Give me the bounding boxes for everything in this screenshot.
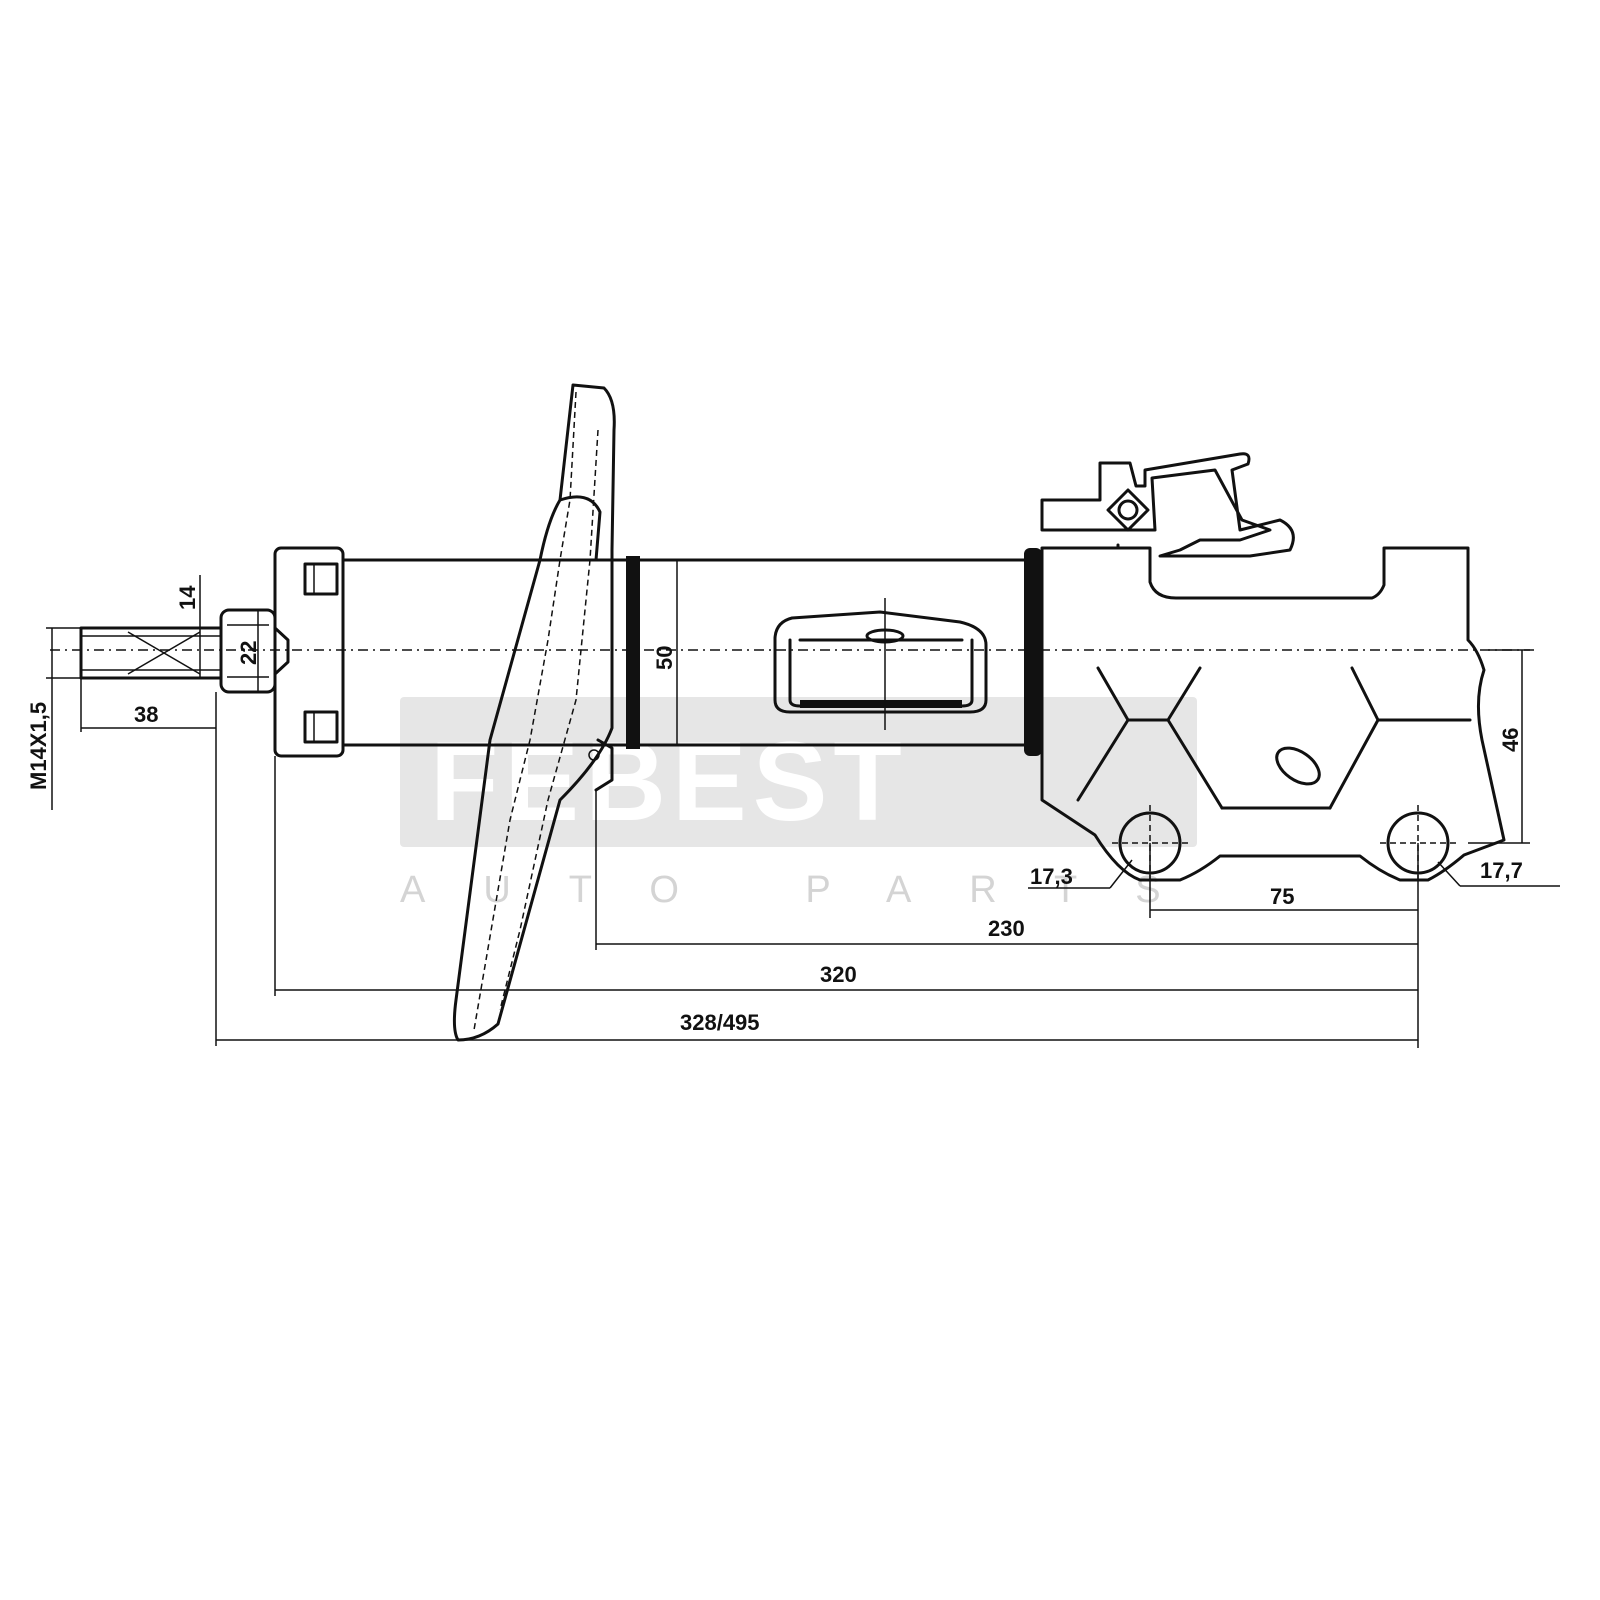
dim-hole-left-label: 17,3 xyxy=(1030,864,1073,889)
dim-rod-width-label: 14 xyxy=(175,585,200,610)
dim-rod-length-label: 38 xyxy=(134,702,158,727)
dim-320-label: 320 xyxy=(820,962,857,987)
dim-nut-label: 22 xyxy=(236,641,261,665)
watermark-brand: FEBEST xyxy=(430,719,908,844)
dim-hole-right-label: 17,7 xyxy=(1480,858,1523,883)
dim-hole-spacing: 75 xyxy=(1149,843,1419,1048)
dim-total-label: 328/495 xyxy=(680,1010,760,1035)
dim-hole-left: 17,3 xyxy=(1028,859,1133,889)
spring-seat xyxy=(452,383,616,1042)
dim-thread: M14X1,5 xyxy=(26,627,81,810)
dim-rod-length: 38 xyxy=(80,678,216,732)
dim-nut: 22 xyxy=(236,610,261,692)
dim-bracket-height-label: 46 xyxy=(1498,728,1523,752)
dim-tube-label: 50 xyxy=(652,646,677,670)
dim-230-label: 230 xyxy=(988,916,1025,941)
dim-hole-spacing-label: 75 xyxy=(1270,884,1294,909)
dim-thread-label: M14X1,5 xyxy=(26,702,51,790)
dim-hole-right: 17,7 xyxy=(1437,858,1560,887)
watermark-tagline: AUTO PARTS xyxy=(400,869,1219,911)
dim-tube: 50 xyxy=(652,560,678,745)
hose-bracket xyxy=(773,598,988,730)
top-mount xyxy=(273,546,345,758)
dim-230: 230 xyxy=(595,790,1418,950)
dim-320: 320 xyxy=(274,756,1418,996)
dim-total: 328/495 xyxy=(215,692,1418,1046)
dim-rod-width: 14 xyxy=(160,575,205,678)
watermark: FEBEST AUTO PARTS xyxy=(400,697,1219,911)
dim-bracket-height: 46 xyxy=(1468,649,1530,844)
strut-tube xyxy=(341,548,1042,756)
